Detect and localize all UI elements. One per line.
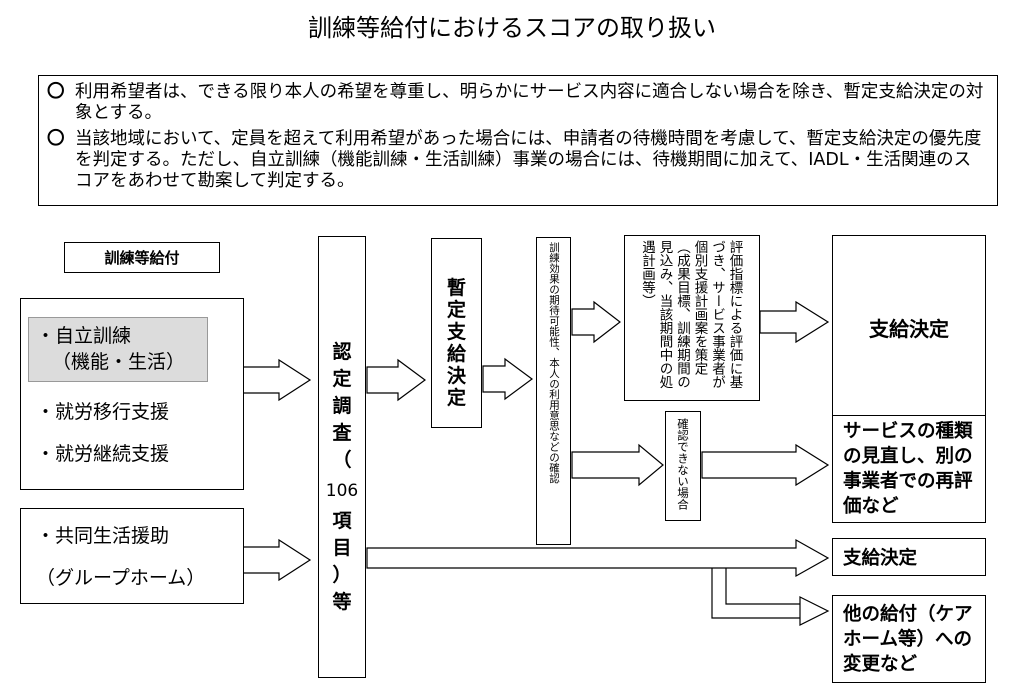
exam-char: 等 <box>332 591 352 613</box>
note-2: 〇 当該地域において、定員を超えて利用希望があった場合には、申請者の待機時間を考… <box>47 129 987 192</box>
service-item-3: ・就労継続支援 <box>36 443 170 465</box>
not-confirmed-box: 確認できない場合 <box>665 411 701 521</box>
service-item-1-line2: （機能・生活） <box>52 351 186 373</box>
arrow-group1-to-exam <box>242 358 312 402</box>
page-title: 訓練等給付におけるスコアの取り扱い <box>308 14 716 42</box>
service-item-2: ・就労移行支援 <box>36 401 170 423</box>
service-highlight <box>28 317 208 382</box>
provisional-char: 定 <box>446 387 466 409</box>
services-group-2 <box>20 508 244 604</box>
other-benefit-box: 他の給付（ケアホーム等）への変更など <box>832 595 986 683</box>
exam-char: 査 <box>332 422 352 444</box>
provisional-char: 支 <box>446 321 466 343</box>
category-label: 訓練等給付 <box>64 242 220 273</box>
arrow-confirm-to-notconfirmed <box>571 443 664 487</box>
notes-box: 〇 利用希望者は、できる限り本人の希望を尊重し、明らかにサービス内容に適合しない… <box>38 75 998 206</box>
arrow-provisional-to-confirm <box>482 357 534 401</box>
decision-box-2: 支給決定 <box>832 538 986 576</box>
arrow-exam-to-provisional <box>366 358 427 402</box>
review-box: サービスの種類の見直し、別の事業者での再評価など <box>832 415 986 523</box>
provisional-char: 給 <box>446 343 466 365</box>
provisional-char: 定 <box>446 299 466 321</box>
exam-number: 106 <box>325 481 359 501</box>
exam-char: （ <box>332 449 352 471</box>
arrow-confirm-to-plan <box>571 300 621 344</box>
exam-char: 目 <box>332 537 352 559</box>
exam-char: 認 <box>332 341 352 363</box>
service-group2-line2: （グループホーム） <box>36 567 206 589</box>
provisional-decision-box: 暫 定 支 給 決 定 <box>431 238 482 428</box>
confirmation-box: 訓練効果の期待可能性、本人の利用意思などの確認 <box>536 237 571 545</box>
arrow-exam-to-decision2 <box>366 538 830 578</box>
not-confirmed-text: 確認できない場合 <box>676 418 690 510</box>
arrow-group2-to-exam <box>242 538 312 582</box>
note-1-text: 利用希望者は、できる限り本人の希望を尊重し、明らかにサービス内容に適合しない場合… <box>75 82 984 123</box>
exam-char: 定 <box>332 368 352 390</box>
note-2-mark: 〇 <box>47 129 65 149</box>
provisional-char: 暫 <box>446 277 466 299</box>
exam-char: 項 <box>332 510 352 532</box>
service-item-1-line1: ・自立訓練 <box>36 325 132 347</box>
support-plan-text: 評価指標による評価に基づき、サービス事業者が個別支援計画案を策定（成果目標、訓練… <box>639 240 743 389</box>
service-group2-line1: ・共同生活援助 <box>36 525 170 547</box>
support-plan-box: 評価指標による評価に基づき、サービス事業者が個別支援計画案を策定（成果目標、訓練… <box>624 235 760 401</box>
decision-box-1: 支給決定 <box>832 235 986 419</box>
provisional-char: 決 <box>446 365 466 387</box>
arrow-notconfirmed-to-review <box>701 443 830 487</box>
arrow-plan-to-decision <box>759 300 830 344</box>
note-1-mark: 〇 <box>47 82 65 102</box>
note-1: 〇 利用希望者は、できる限り本人の希望を尊重し、明らかにサービス内容に適合しない… <box>47 82 987 124</box>
exam-char: 調 <box>332 395 352 417</box>
certification-survey-box: 認 定 調 査 （ 106 項 目 ） 等 <box>318 236 366 678</box>
arrow-decision2-to-other <box>711 568 830 626</box>
note-2-text: 当該地域において、定員を超えて利用希望があった場合には、申請者の待機時間を考慮し… <box>75 129 982 191</box>
confirmation-text: 訓練効果の期待可能性、本人の利用意思などの確認 <box>548 242 560 484</box>
exam-char: ） <box>332 564 352 586</box>
